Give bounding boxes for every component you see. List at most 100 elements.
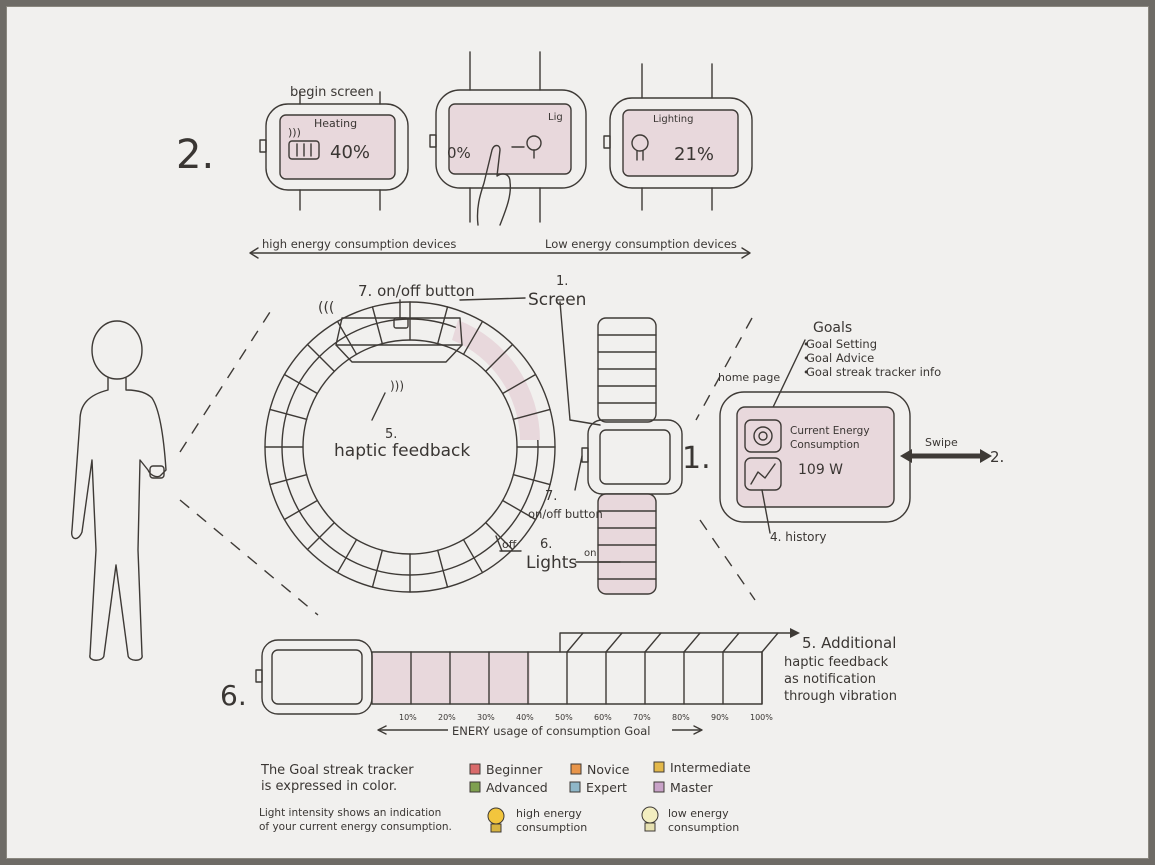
side-watch-diagram: 7. on/off button 6. Lights on	[526, 302, 682, 594]
goals-title: Goals	[813, 320, 852, 336]
bracelet-segment-line	[464, 540, 483, 573]
legend: The Goal streak tracker is expressed in …	[259, 760, 751, 834]
vibration-tick	[606, 633, 622, 652]
heating-waves-icon: )))	[288, 126, 301, 139]
watch-lighting: Lighting 21%	[604, 64, 752, 210]
bracelet-segment-line	[338, 540, 357, 573]
light-line-2: of your current energy consumption.	[259, 821, 452, 833]
on-label: on	[584, 548, 596, 559]
vibration-tick	[645, 633, 661, 652]
additional-line-1: 5. Additional	[802, 634, 896, 652]
vibration-tick	[567, 633, 583, 652]
low-energy-label: Low energy consumption devices	[545, 237, 737, 251]
bracelet-on-off-label: 7. on/off button	[358, 282, 475, 300]
section-2-number: 2.	[176, 132, 214, 178]
master-swatch	[654, 782, 664, 792]
bracelet-segment-line	[270, 475, 307, 485]
high-line-2: consumption	[516, 821, 587, 834]
bracelet-segment-line	[284, 375, 317, 394]
low-line-1: low energy	[668, 807, 729, 820]
scale-label: 30%	[477, 713, 495, 722]
level-beginner: Beginner	[486, 762, 543, 777]
additional-line-3: as notification	[784, 672, 876, 687]
goals-item-1: Goal Setting	[806, 337, 877, 351]
bracelet-segment-line	[372, 550, 382, 587]
bracelet-segment-line	[270, 409, 307, 419]
screen-number: 1.	[556, 274, 568, 289]
watch-strap-top	[598, 318, 656, 422]
scale-label: 60%	[594, 713, 612, 722]
bracelet-diagram: ((( 7. on/off button 1. Screen ))) 5. ha…	[265, 274, 586, 592]
watch-on-off-number: 7.	[545, 489, 557, 504]
scale-label: 40%	[516, 713, 534, 722]
vibration-tick	[684, 633, 700, 652]
consumption-arrow: high energy consumption devices Low ener…	[250, 237, 750, 258]
current-label-line1: Current Energy	[790, 425, 870, 437]
heating-value: 40%	[330, 142, 370, 163]
middle-label: Lig	[548, 112, 563, 123]
intermediate-swatch	[654, 762, 664, 772]
goals-bullet-3: •	[803, 366, 810, 379]
begin-screen-label: begin screen	[290, 85, 374, 100]
lighting-label: Lighting	[653, 114, 693, 125]
level-advanced: Advanced	[486, 780, 548, 795]
scale-label: 90%	[711, 713, 729, 722]
goals-bullet-1: •	[803, 338, 810, 351]
zoom-line-right-upper	[696, 318, 752, 420]
strap-watch-face	[262, 640, 372, 714]
high-energy-label: high energy consumption devices	[262, 237, 456, 251]
zoom-line-upper	[180, 312, 270, 452]
swipe-target: 2.	[990, 448, 1004, 466]
advanced-swatch	[470, 782, 480, 792]
goal-strap-diagram: 6. 10%20%30%40%50%60%70%80%90%100% ENERY…	[220, 628, 897, 738]
tracker-line-1: The Goal streak tracker	[260, 763, 414, 778]
scale-label: 100%	[750, 713, 773, 722]
bracelet-segment-line	[307, 523, 334, 550]
bracelet-segment-line	[513, 475, 550, 485]
watch-on-off-label: on/off button	[528, 507, 603, 521]
high-bulb-icon	[488, 808, 504, 824]
current-value: 109 W	[798, 462, 843, 478]
additional-line-4: through vibration	[784, 689, 897, 704]
current-label-line2: Consumption	[790, 439, 860, 451]
section-6-number: 6.	[220, 679, 247, 712]
history-label: 4. history	[770, 530, 827, 544]
level-master: Master	[670, 780, 714, 795]
homepage-number: 1.	[682, 441, 711, 476]
watch-swipe: 0% Lig	[430, 52, 586, 225]
screen-label: Screen	[528, 290, 586, 310]
scale-label: 70%	[633, 713, 651, 722]
vibration-tick	[762, 633, 778, 652]
off-label: off	[502, 538, 517, 551]
additional-line-2: haptic feedback	[784, 655, 889, 670]
low-bulb-icon	[642, 807, 658, 823]
goals-bullet-2: •	[803, 352, 810, 365]
level-intermediate: Intermediate	[670, 760, 751, 775]
homepage-diagram: home page Goals Goal Setting Goal Advice…	[682, 320, 1004, 544]
homepage-title: home page	[718, 371, 780, 384]
zoom-line-right-lower	[700, 520, 755, 600]
bracelet-segment-line	[438, 550, 448, 587]
scale-label: 20%	[438, 713, 456, 722]
scale-label: 80%	[672, 713, 690, 722]
lighting-value: 21%	[674, 144, 714, 165]
vibration-waves-icon: (((	[318, 300, 334, 316]
level-novice: Novice	[587, 762, 630, 777]
heating-label: Heating	[314, 117, 357, 130]
level-expert: Expert	[586, 780, 627, 795]
bracelet-segment-line	[372, 307, 382, 344]
zoom-line-lower	[180, 500, 318, 615]
novice-swatch	[571, 764, 581, 774]
haptic-waves-icon: )))	[390, 379, 404, 393]
lights-number: 6.	[540, 537, 552, 552]
vibration-tick	[723, 633, 739, 652]
bracelet-segment-line	[284, 501, 317, 520]
watch-heating: Heating ))) 40%	[260, 92, 408, 210]
beginner-swatch	[470, 764, 480, 774]
low-line-2: consumption	[668, 821, 739, 834]
middle-value: 0%	[447, 144, 471, 162]
high-line-1: high energy	[516, 807, 582, 820]
goals-item-2: Goal Advice	[806, 351, 874, 365]
axis-caption: ENERY usage of consumption Goal	[452, 724, 650, 738]
